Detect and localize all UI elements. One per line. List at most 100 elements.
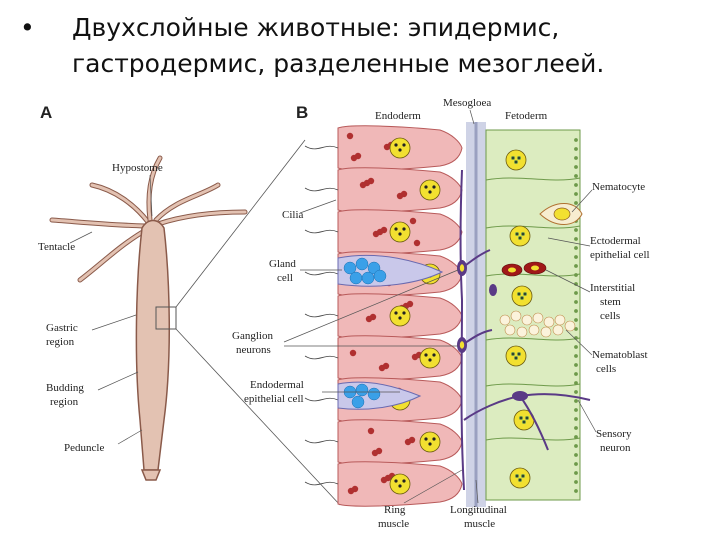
hydra-body: [49, 155, 248, 481]
vacuole-granule: [354, 152, 362, 160]
secretory-granule: [343, 261, 357, 275]
ectoderm-cell-border: [485, 225, 581, 229]
nucleus: [419, 179, 441, 201]
secretory-granule: [361, 271, 375, 285]
cuticle-dot: [574, 138, 578, 142]
cuticle-dot: [574, 309, 578, 313]
vacuole-granule: [351, 485, 359, 493]
label-tentacle: Tentacle: [38, 241, 75, 253]
endodermal-cell: [337, 335, 463, 381]
cuticle-dot: [574, 156, 578, 160]
vacuole-granule: [400, 190, 408, 198]
panel-label-a: A: [40, 103, 52, 122]
cuticle-dot: [574, 354, 578, 358]
ectoderm-cell-border: [485, 177, 581, 181]
slide-text: Двухслойные животные: эпидермис, гастрод…: [72, 13, 605, 78]
cuticle-dot: [574, 237, 578, 241]
vacuole-granule: [380, 226, 388, 234]
label-budding-2: region: [50, 396, 79, 408]
label-ring-1: Ring: [384, 504, 406, 516]
bullet-marker: •: [20, 13, 35, 42]
ectoderm-cell-border: [485, 337, 581, 341]
label-ectoderm: Fetoderm: [505, 110, 548, 122]
nucleus: [389, 305, 411, 327]
label-longitudinal-2: muscle: [464, 518, 495, 530]
panel-label-b: B: [296, 103, 308, 122]
cilium: [304, 313, 339, 318]
cilium: [304, 439, 339, 444]
secretory-granule: [349, 271, 363, 285]
ectoderm-cell-border: [485, 273, 581, 277]
cilium: [304, 481, 339, 486]
ectoderm-cell-border: [485, 383, 581, 387]
cuticle-dot: [574, 363, 578, 367]
ectoderm-cell-border: [485, 437, 581, 441]
cuticle-dot: [574, 426, 578, 430]
label-interstitial-3: cells: [600, 310, 620, 322]
cuticle-dot: [574, 300, 578, 304]
cuticle-dot: [574, 201, 578, 205]
vacuole-granule: [346, 132, 354, 140]
label-ring-2: muscle: [378, 518, 409, 530]
tissue-section: [304, 122, 591, 507]
label-cilia: Cilia: [282, 209, 304, 221]
label-ganglion-1: Ganglion: [232, 330, 273, 342]
label-ecto-epi-2: epithelial cell: [590, 249, 650, 261]
cuticle-dot: [574, 264, 578, 268]
secretory-granule: [351, 395, 365, 409]
label-hypostome: Hypostome: [112, 162, 163, 174]
label-gastric-1: Gastric: [46, 322, 78, 334]
label-endo-epi-1: Endodermal: [250, 379, 304, 391]
label-ecto-epi-1: Ectodermal: [590, 235, 641, 247]
cuticle-dot: [574, 228, 578, 232]
vacuole-granule: [406, 300, 414, 308]
label-endoderm: Endoderm: [375, 110, 421, 122]
cuticle-dot: [574, 327, 578, 331]
cuticle-dot: [574, 417, 578, 421]
cuticle-dot: [574, 192, 578, 196]
secretory-granule: [373, 269, 387, 283]
cuticle-dot: [574, 165, 578, 169]
label-ganglion-2: neurons: [236, 344, 271, 356]
label-nematoblast-1: Nematoblast: [592, 349, 648, 361]
endodermal-cell: [337, 419, 463, 465]
cilium: [304, 187, 339, 192]
cuticle-dot: [574, 390, 578, 394]
secretory-granule: [367, 387, 381, 401]
cuticle-dot: [574, 291, 578, 295]
label-gland-1: Gland: [269, 258, 296, 270]
vacuole-granule: [369, 313, 377, 321]
cilium: [304, 355, 339, 360]
cuticle-dot: [574, 345, 578, 349]
vacuole-granule: [413, 239, 421, 247]
cuticle-dot: [574, 255, 578, 259]
zoom-line-bottom: [175, 328, 341, 506]
label-longitudinal-1: Longitudinal: [450, 504, 507, 516]
label-gland-2: cell: [277, 272, 293, 284]
cuticle-dot: [574, 399, 578, 403]
cuticle-dot: [574, 435, 578, 439]
cuticle-dot: [574, 318, 578, 322]
nucleus: [389, 473, 411, 495]
cuticle-dot: [574, 147, 578, 151]
nematoblast-cluster: [499, 310, 576, 338]
cuticle-dot: [574, 174, 578, 178]
secretory-granule: [355, 383, 369, 397]
cilium: [304, 271, 339, 276]
cuticle-dot: [574, 408, 578, 412]
cilium: [304, 229, 339, 234]
label-nematoblast-2: cells: [596, 363, 616, 375]
label-gastric-2: region: [46, 336, 75, 348]
vacuole-granule: [408, 436, 416, 444]
secretory-granule: [355, 257, 369, 271]
ectoderm-layer: [485, 129, 581, 501]
cuticle-dot: [574, 453, 578, 457]
label-sensory-2: neuron: [600, 442, 631, 454]
label-interstitial-1: Interstitial: [590, 282, 635, 294]
cuticle-dot: [574, 381, 578, 385]
vacuole-granule: [409, 217, 417, 225]
cuticle-dot: [574, 462, 578, 466]
label-sensory-1: Sensory: [596, 428, 632, 440]
cilium: [304, 397, 339, 402]
